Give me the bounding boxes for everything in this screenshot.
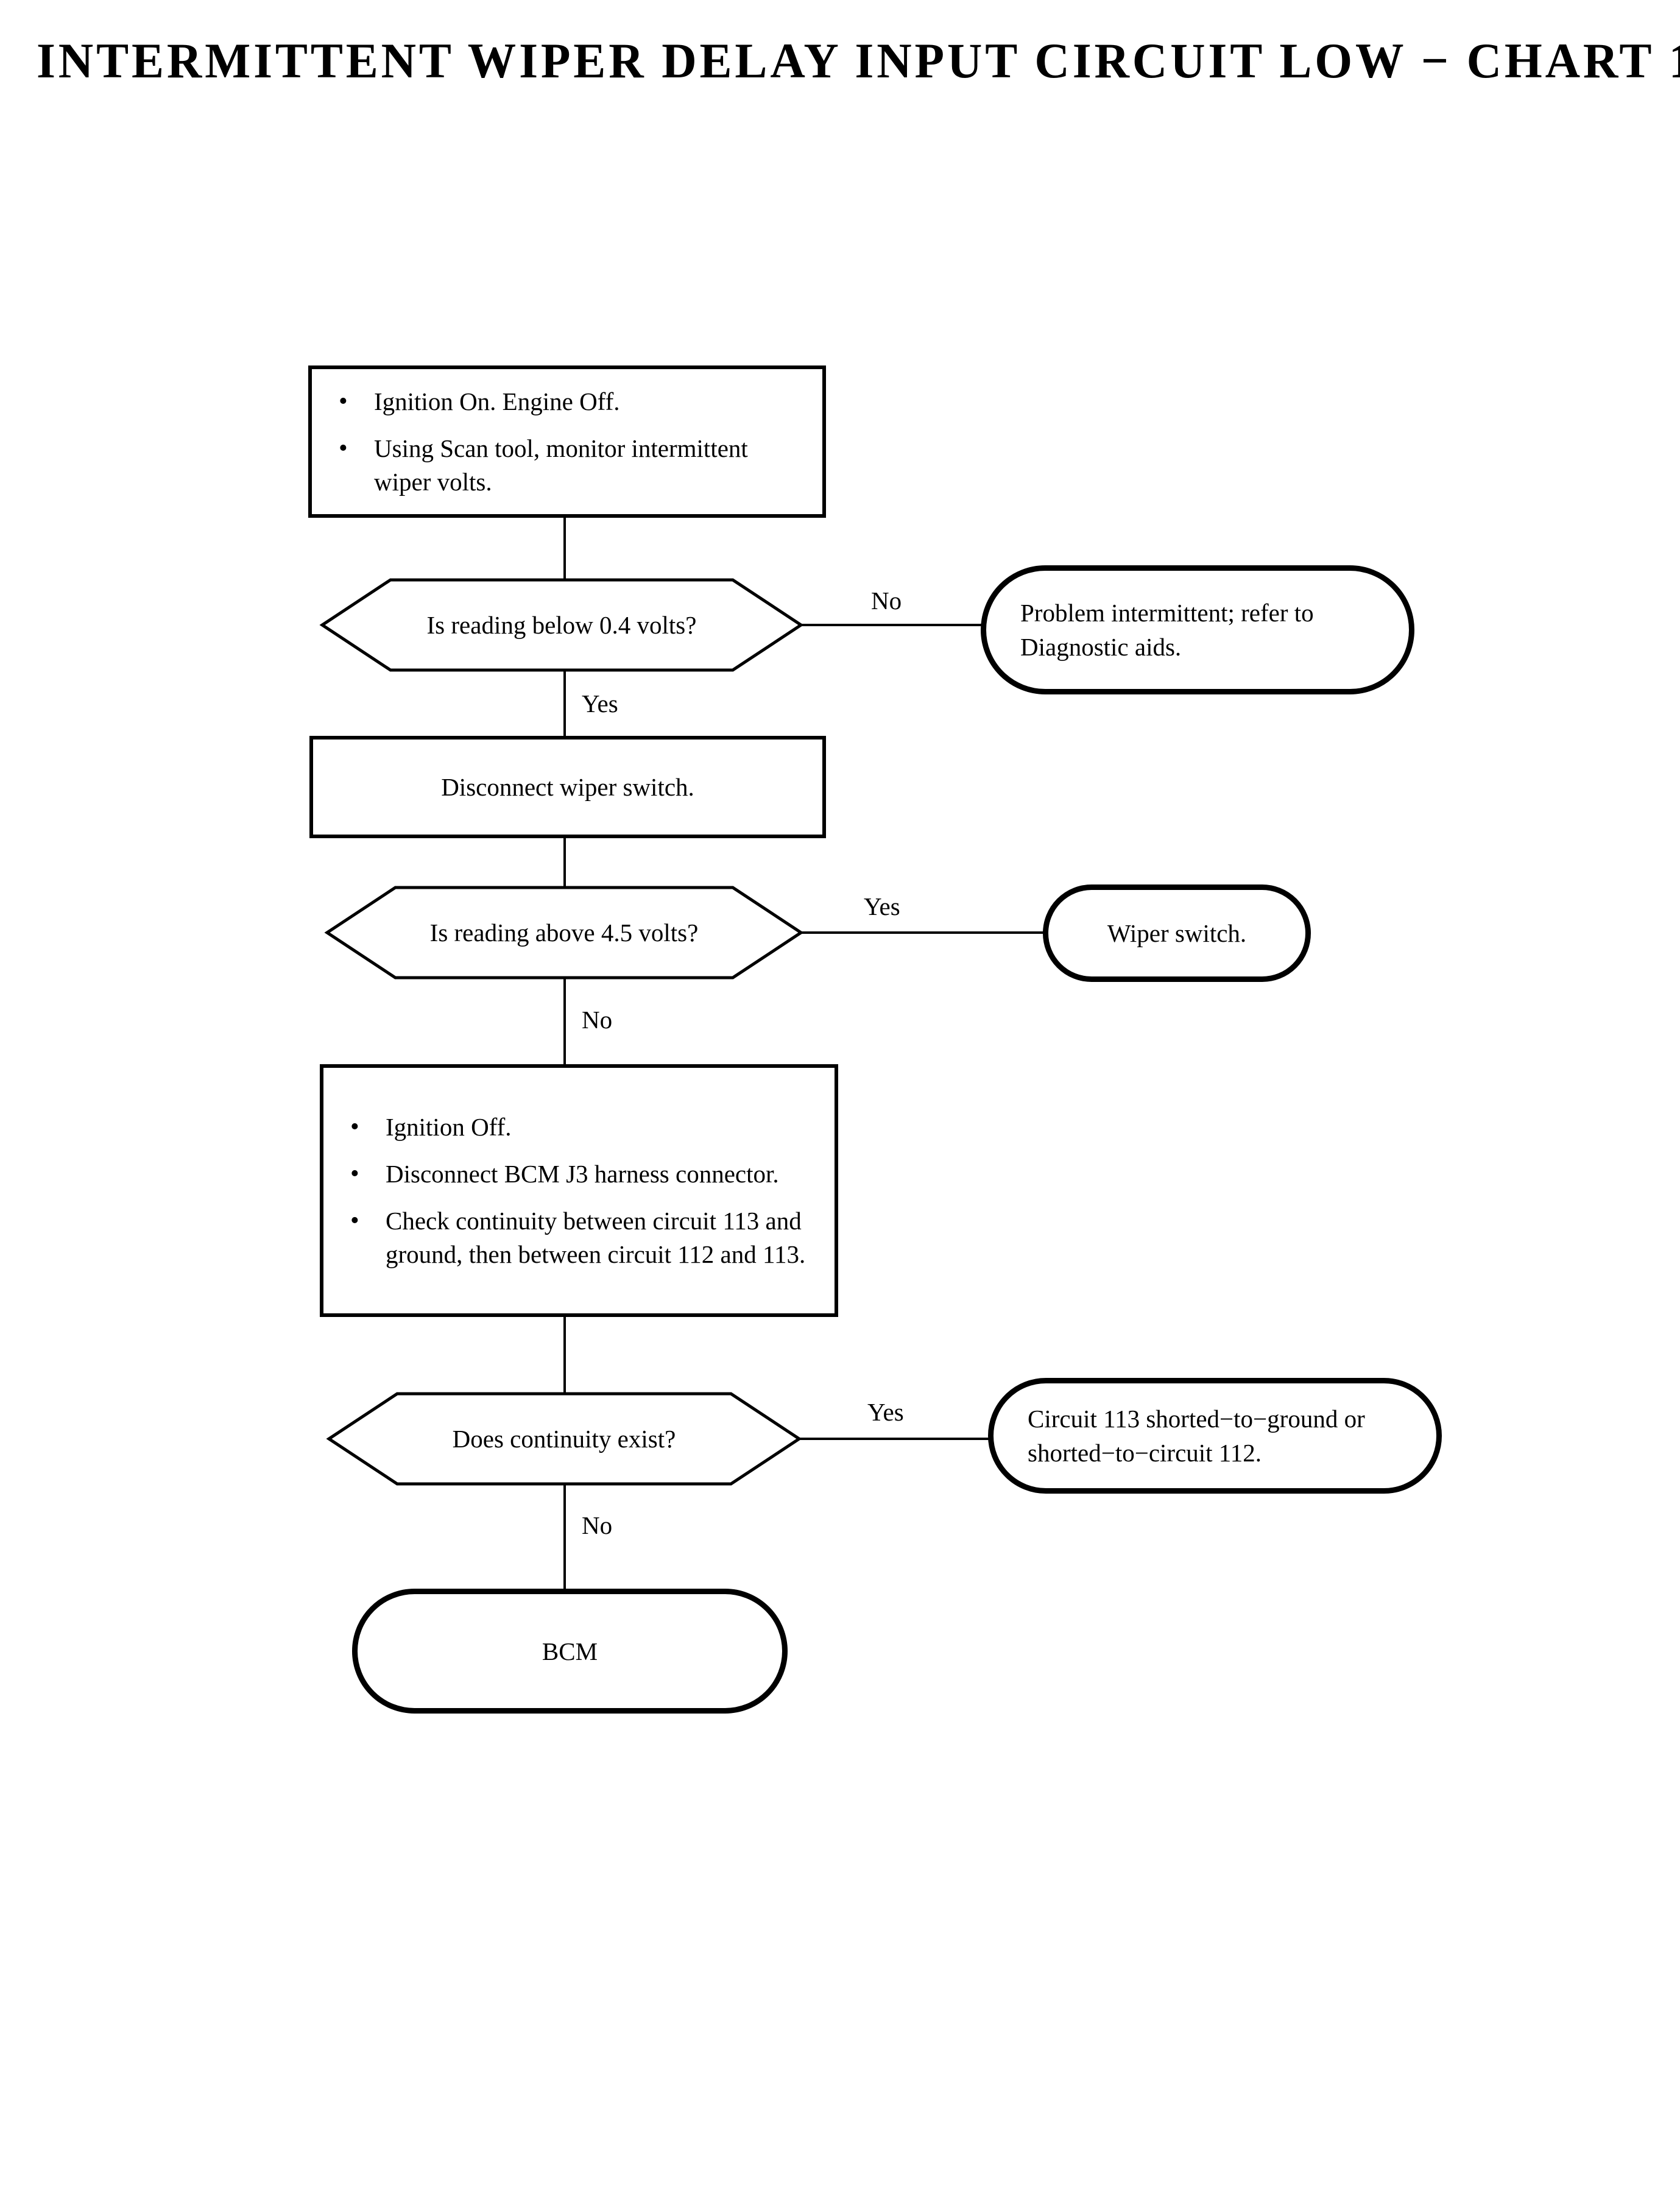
- edge-label-yes-1: Yes: [582, 690, 618, 718]
- bullet-icon: •: [350, 1112, 359, 1141]
- decision-label-2: Is reading above 4.5 volts?: [429, 919, 699, 947]
- list-item: • Disconnect BCM J3 harness connector.: [347, 1157, 816, 1191]
- list-item: • Ignition On. Engine Off.: [335, 385, 804, 418]
- process-label-step2: Disconnect wiper switch.: [441, 772, 694, 801]
- terminator-label: Circuit 113 shorted−to−ground or shorted…: [1028, 1405, 1365, 1467]
- list-item: • Check continuity between circuit 113 a…: [347, 1204, 816, 1271]
- connector-decision3-no: [563, 1483, 566, 1591]
- bullet-icon: •: [339, 387, 348, 415]
- decision-hexagon-2: Is reading above 4.5 volts?: [324, 886, 804, 980]
- bullet-list-step1: • Ignition On. Engine Off. • Using Scan …: [312, 369, 822, 514]
- edge-label-yes-2: Yes: [864, 892, 900, 920]
- page-title: INTERMITTENT WIPER DELAY INPUT CIRCUIT L…: [37, 33, 1680, 88]
- connector-step1-to-decision1: [563, 518, 566, 581]
- terminator-problem-intermittent: Problem intermittent; refer to Diagnosti…: [981, 565, 1414, 694]
- bullet-text: Check continuity between circuit 113 and…: [386, 1206, 806, 1268]
- bullet-text: Ignition Off.: [386, 1112, 512, 1141]
- terminator-circuit-113-shorted: Circuit 113 shorted−to−ground or shorted…: [988, 1378, 1442, 1494]
- connector-step2-to-decision2: [563, 838, 566, 888]
- decision-label-1: Is reading below 0.4 volts?: [426, 611, 697, 639]
- connector-decision1-yes: [563, 669, 566, 746]
- bullet-text: Ignition On. Engine Off.: [374, 387, 620, 415]
- list-item: • Ignition Off.: [347, 1110, 816, 1144]
- edge-label-no-2: No: [582, 1006, 613, 1034]
- edge-label-no-1: No: [871, 587, 902, 615]
- connector-decision2-yes: [800, 931, 1045, 934]
- bullet-list-step3: • Ignition Off. • Disconnect BCM J3 harn…: [323, 1068, 835, 1313]
- terminator-label: Wiper switch.: [1107, 919, 1247, 947]
- decision-label-3: Does continuity exist?: [452, 1425, 676, 1453]
- decision-hexagon-1: Is reading below 0.4 volts?: [319, 578, 804, 672]
- bullet-icon: •: [350, 1159, 359, 1188]
- process-box-step1: • Ignition On. Engine Off. • Using Scan …: [308, 365, 826, 518]
- decision-hexagon-3: Does continuity exist?: [326, 1392, 802, 1486]
- terminator-label: Problem intermittent; refer to Diagnosti…: [1020, 599, 1314, 661]
- bullet-icon: •: [350, 1206, 359, 1235]
- process-box-step2: Disconnect wiper switch.: [309, 736, 826, 838]
- terminator-label: BCM: [542, 1637, 598, 1665]
- process-box-step3: • Ignition Off. • Disconnect BCM J3 harn…: [320, 1064, 838, 1317]
- list-item: • Using Scan tool, monitor intermittent …: [335, 432, 804, 499]
- connector-decision1-no: [800, 624, 983, 626]
- terminator-wiper-switch: Wiper switch.: [1043, 884, 1311, 982]
- connector-step3-to-decision3: [563, 1317, 566, 1395]
- connector-decision2-no: [563, 976, 566, 1065]
- terminator-bcm: BCM: [352, 1589, 788, 1714]
- edge-label-no-3: No: [582, 1511, 613, 1539]
- edge-label-yes-3: Yes: [867, 1398, 904, 1426]
- bullet-text: Using Scan tool, monitor intermittent wi…: [374, 434, 748, 496]
- connector-decision3-yes: [798, 1438, 990, 1440]
- bullet-icon: •: [339, 434, 348, 462]
- bullet-text: Disconnect BCM J3 harness connector.: [386, 1159, 779, 1188]
